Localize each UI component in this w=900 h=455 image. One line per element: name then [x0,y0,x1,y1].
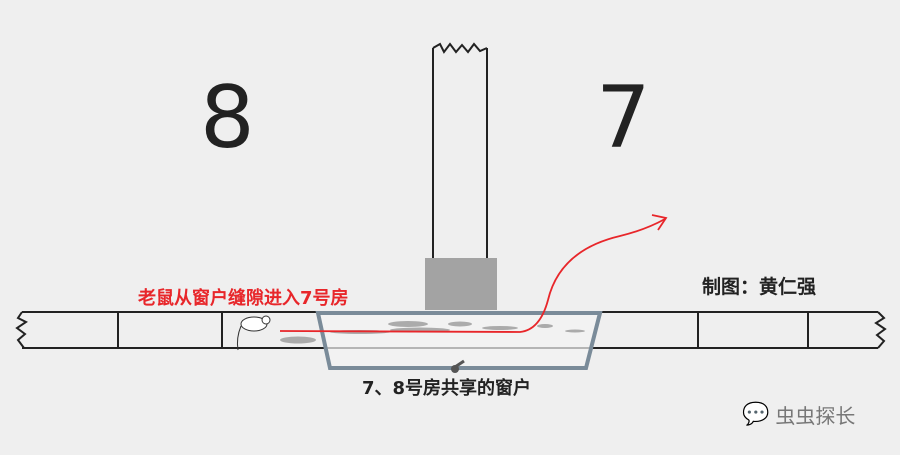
wall-break-right [874,311,887,349]
window-latch-icon [451,359,465,373]
window-caption: 7、8号房共享的窗户 [362,378,532,399]
room-7-label: 7 [596,68,651,168]
pillar [425,42,497,310]
author-credit: 制图：黄仁强 [702,276,817,298]
wechat-icon: 💬 [742,402,770,427]
account-badge: 💬 虫虫探长 [742,400,855,429]
pillar-base [425,258,497,310]
mouse-caption: 老鼠从窗户缝隙进入7号房 [138,288,349,309]
mouse-icon [236,315,271,351]
window [280,311,603,373]
red-path-arrow [279,214,668,333]
account-name: 虫虫探长 [775,404,856,428]
wall-break-left [15,311,28,349]
room-8-label: 8 [200,68,255,168]
